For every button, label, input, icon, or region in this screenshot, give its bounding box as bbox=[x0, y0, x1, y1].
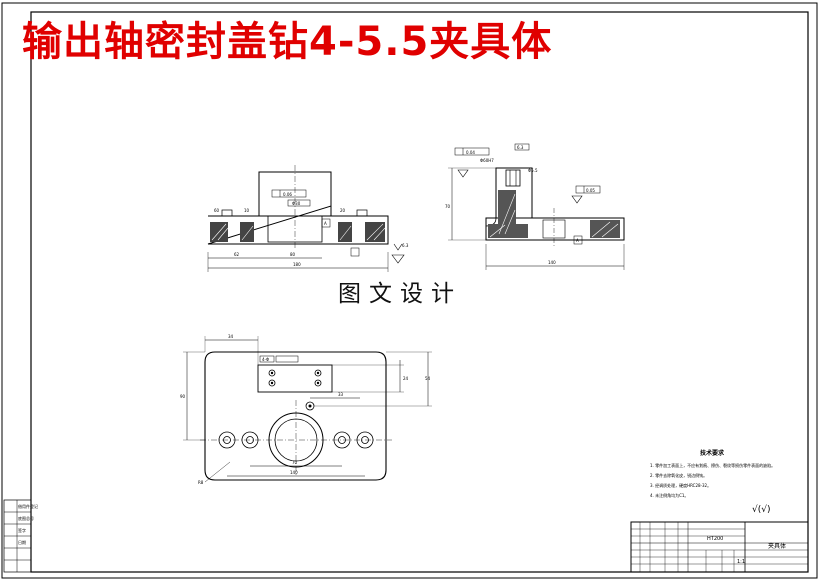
svg-text:6.3: 6.3 bbox=[517, 145, 524, 150]
title-block: HT200 1:1 夹具体 bbox=[630, 521, 809, 573]
svg-text:70: 70 bbox=[292, 460, 298, 465]
svg-text:Φ5.5: Φ5.5 bbox=[528, 168, 538, 173]
notes-heading: 技术要求 bbox=[700, 449, 725, 457]
svg-text:33: 33 bbox=[338, 392, 344, 397]
scale-text: 1:1 bbox=[737, 559, 745, 565]
svg-text:54: 54 bbox=[425, 376, 431, 381]
svg-text:6.3: 6.3 bbox=[402, 243, 409, 248]
tolerance-tag-3: 0.05 bbox=[586, 188, 595, 193]
note-1: 1. 零件加工表面上，不应有划痕、擦伤、裂纹等损伤零件表面的缺陷。 bbox=[650, 462, 775, 468]
svg-text:R8: R8 bbox=[198, 480, 204, 485]
watermark-text: 图文设计 bbox=[338, 281, 462, 307]
svg-text:180: 180 bbox=[293, 262, 301, 267]
svg-text:20: 20 bbox=[340, 208, 346, 213]
svg-text:140: 140 bbox=[548, 260, 556, 265]
tolerance-tag-2: 0.04 bbox=[466, 150, 475, 155]
front-view: 180 62 80 0.06 Φ30 A 6.3 60 10 20 bbox=[207, 165, 409, 272]
roughness-mark: √(√) bbox=[752, 504, 771, 515]
technical-notes: 技术要求 1. 零件加工表面上，不应有划痕、擦伤、裂纹等损伤零件表面的缺陷。 2… bbox=[650, 449, 775, 515]
svg-text:70: 70 bbox=[445, 204, 451, 209]
svg-text:4-Φ: 4-Φ bbox=[262, 357, 269, 362]
side-label-3: 签字 bbox=[18, 527, 26, 533]
svg-text:A: A bbox=[576, 238, 579, 243]
svg-text:90: 90 bbox=[180, 394, 186, 399]
svg-text:140: 140 bbox=[290, 470, 298, 475]
svg-text:62: 62 bbox=[234, 252, 240, 257]
top-view: 90 34 24 54 33 70 140 R8 4-Φ bbox=[180, 334, 432, 485]
note-4: 4. 未注倒角均为C1。 bbox=[650, 492, 688, 498]
note-2: 2. 零件去除氧化皮，锐边倒钝。 bbox=[650, 472, 707, 478]
side-label-2: 底图总号 bbox=[18, 515, 34, 521]
svg-text:80: 80 bbox=[290, 252, 296, 257]
side-view: 70 140 0.04 6.3 0.05 Φ5.5 Φ60H7 A bbox=[445, 143, 625, 270]
part-name: 夹具体 bbox=[768, 542, 786, 550]
svg-text:10: 10 bbox=[244, 208, 250, 213]
svg-text:60: 60 bbox=[214, 208, 220, 213]
material-text: HT200 bbox=[707, 536, 723, 542]
inner-border bbox=[30, 11, 809, 573]
side-label-4: 日期 bbox=[18, 539, 26, 545]
svg-text:Φ30: Φ30 bbox=[292, 201, 301, 206]
datum-a: A bbox=[324, 221, 327, 226]
side-label-1: 借用件登记 bbox=[18, 503, 38, 509]
svg-text:34: 34 bbox=[228, 334, 234, 339]
note-3: 3. 经调质处理，硬度HRC28-32。 bbox=[650, 482, 711, 488]
svg-text:Φ60H7: Φ60H7 bbox=[480, 158, 494, 163]
page-title: 输出轴密封盖钻4-5.5夹具体 bbox=[22, 19, 553, 65]
left-registration-strip: 借用件登记 底图总号 签字 日期 bbox=[3, 499, 38, 573]
tolerance-tag-1: 0.06 bbox=[283, 192, 292, 197]
svg-text:24: 24 bbox=[403, 376, 409, 381]
